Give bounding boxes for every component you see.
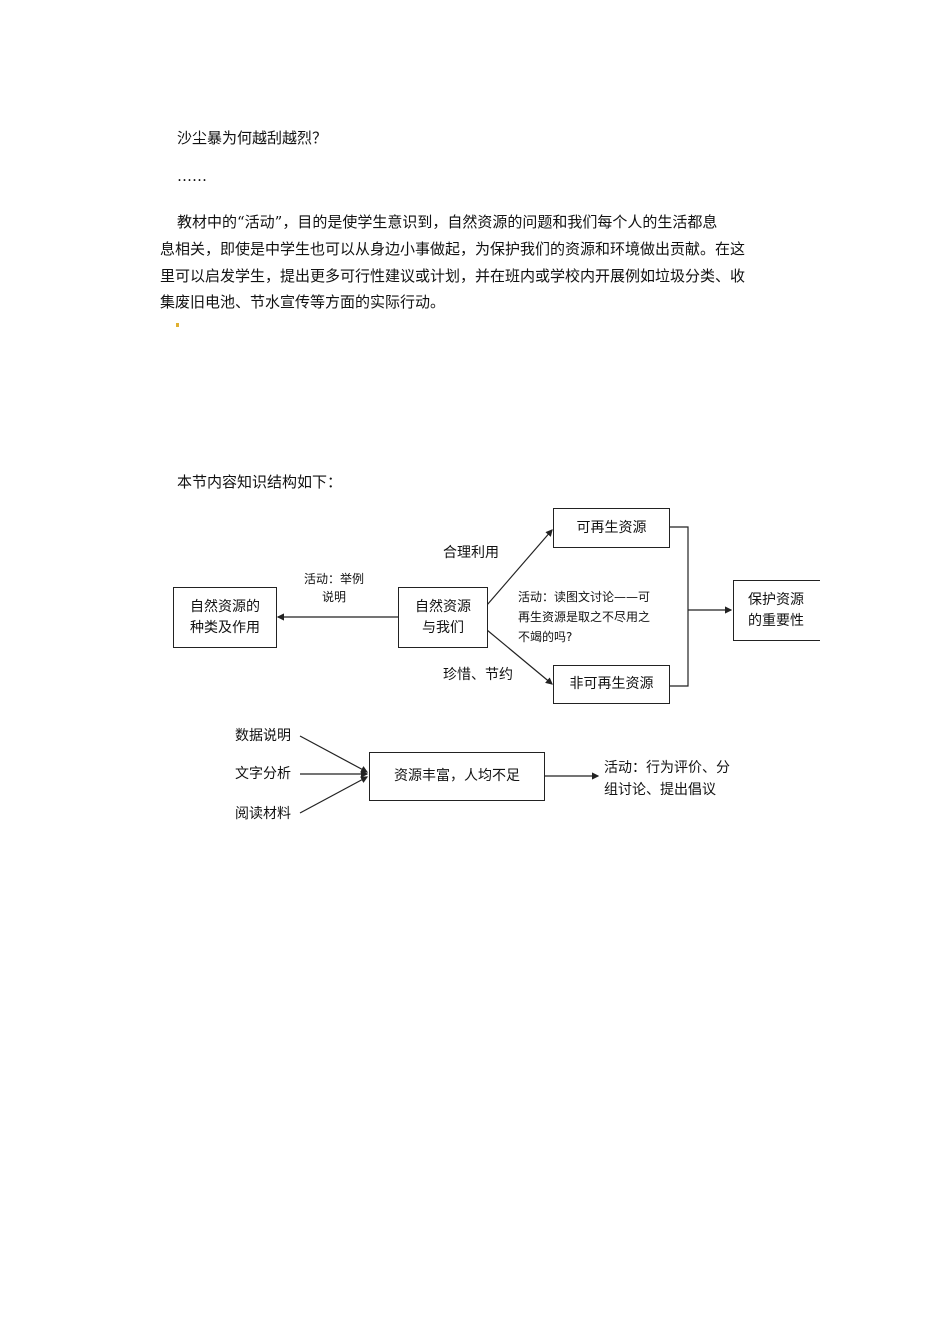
box-text: 种类及作用: [190, 619, 260, 636]
arrow-data: [299, 735, 369, 773]
box-text: 保护资源: [748, 591, 804, 608]
label-cherish-save: 珍惜、节约: [443, 667, 513, 683]
bracket-merge: [669, 526, 689, 687]
ellipsis: ……: [177, 167, 207, 185]
paragraph-line-1: 教材中的“活动”，目的是使学生意识到，自然资源的问题和我们每个人的生活都息: [177, 213, 718, 231]
label-activity-evaluation: 活动：行为评价、分组讨论、提出倡议: [604, 760, 730, 798]
label-activity-example: 活动：举例说明: [304, 572, 365, 604]
box-text: 自然资源的: [190, 598, 260, 615]
question-line: 沙尘暴为何越刮越烈？: [177, 129, 328, 147]
box-resource-types: 自然资源的种类及作用: [173, 587, 277, 648]
box-renewable: 可再生资源: [553, 508, 670, 548]
input-data-explanation: 数据说明: [235, 728, 291, 744]
box-resources-and-us: 自然资源与我们: [398, 587, 488, 648]
paragraph-line-4: 集废旧电池、节水宣传等方面的实际行动。: [160, 293, 446, 311]
arrow-to-nonrenewable: [486, 629, 553, 685]
label-activity-discuss: 活动：读图文讨论——可再生资源是取之不尽用之不竭的吗?: [518, 590, 651, 644]
paragraph-line-2: 息相关，即使是中学生也可以从身边小事做起，为保护我们的资源和环境做出贡献。在这: [160, 240, 746, 258]
arrow-to-renewable: [486, 529, 553, 606]
arrow-reading: [299, 776, 369, 814]
box-nonrenewable: 非可再生资源: [553, 665, 670, 704]
structure-intro: 本节内容知识结构如下：: [177, 473, 343, 491]
input-reading-material: 阅读材料: [235, 806, 291, 822]
box-rich-resources: 资源丰富，人均不足: [369, 752, 545, 801]
input-text-analysis: 文字分析: [235, 766, 291, 782]
marker-dot: [176, 323, 179, 327]
box-text: 与我们: [422, 619, 464, 636]
box-text: 的重要性: [748, 612, 804, 629]
box-text: 自然资源: [415, 598, 471, 615]
paragraph-line-3: 里可以启发学生，提出更多可行性建议或计划，并在班内或学校内开展例如垃圾分类、收: [160, 267, 746, 285]
label-rational-use: 合理利用: [443, 545, 499, 561]
box-protect-importance: 保护资源的重要性: [733, 580, 833, 641]
page-crop-mask: [820, 570, 860, 650]
